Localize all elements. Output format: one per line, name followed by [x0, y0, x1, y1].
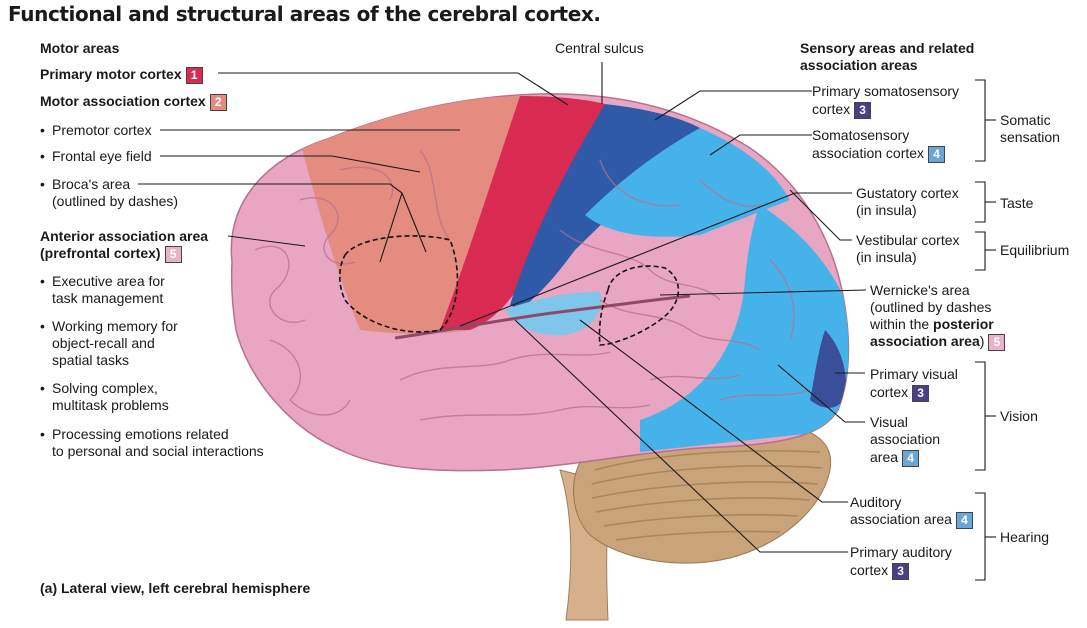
- badge-4-somato: 4: [928, 145, 946, 163]
- working-memory-label: Working memory for: [40, 318, 178, 335]
- wernicke-label-4: association area)5: [870, 333, 1006, 351]
- somatic-label: Somatic: [1000, 112, 1051, 128]
- badge-3-somato: 3: [854, 101, 872, 119]
- region-somatosensory-association: [585, 128, 790, 237]
- emotions-label-2: to personal and social interactions: [52, 443, 264, 459]
- frontal-eye-label: Frontal eye field: [40, 148, 152, 165]
- auditory-association-text: association area: [850, 511, 952, 527]
- badge-5-anterior: 5: [164, 245, 182, 263]
- wernicke-text-4: ): [979, 333, 985, 349]
- equilibrium-label: Equilibrium: [1000, 242, 1070, 258]
- visual-association-text: area: [870, 449, 899, 465]
- badge-3-auditory: 3: [892, 562, 910, 580]
- taste-label: Taste: [1000, 195, 1034, 211]
- wernicke-text-4-bold: association area: [870, 333, 980, 349]
- visual-association-label-2: association: [870, 431, 941, 447]
- vision-label: Vision: [1000, 408, 1038, 424]
- broca-label: Broca's area: [40, 176, 130, 193]
- prefrontal-text: (prefrontal cortex): [40, 245, 161, 261]
- central-sulcus-label: Central sulcus: [555, 40, 644, 56]
- primary-somatosensory-text: cortex: [812, 101, 851, 117]
- wernicke-label: Wernicke's area: [870, 282, 970, 298]
- working-memory-label-3: spatial tasks: [52, 352, 130, 368]
- broca-outline: [338, 235, 459, 333]
- sensory-heading: Sensory areas and related: [800, 40, 975, 56]
- vestibular-label-2: (in insula): [856, 249, 917, 265]
- anterior-association-label: Anterior association area: [40, 228, 209, 244]
- brackets: [975, 79, 996, 581]
- primary-somatosensory-label: Primary somatosensory: [812, 83, 960, 99]
- solving-label-2: multitask problems: [52, 397, 169, 413]
- figure-title: Functional and structural areas of the c…: [8, 2, 601, 26]
- badge-4-visual: 4: [902, 449, 920, 467]
- wernicke-label-2: (outlined by dashes: [870, 299, 992, 315]
- somatosensory-association-label: Somatosensory: [812, 127, 910, 143]
- gustatory-label-2: (in insula): [856, 202, 917, 218]
- primary-visual-text: cortex: [870, 384, 909, 400]
- wernicke-label-3: within the posterior: [870, 316, 994, 333]
- solving-label: Solving complex,: [40, 380, 158, 397]
- working-memory-label-2: object-recall and: [52, 335, 155, 351]
- primary-auditory-text: cortex: [850, 562, 889, 578]
- primary-motor-text: Primary motor cortex: [40, 66, 182, 82]
- vestibular-label: Vestibular cortex: [856, 232, 960, 248]
- figure-caption: (a) Lateral view, left cerebral hemisphe…: [40, 580, 311, 596]
- leader-lines-right: [459, 90, 867, 553]
- prefrontal-label: (prefrontal cortex)5: [40, 245, 182, 263]
- executive-label-2: task management: [52, 290, 164, 306]
- sensory-heading-2: association areas: [800, 57, 918, 73]
- badge-5-wernicke: 5: [988, 333, 1006, 351]
- badge-2: 2: [209, 93, 227, 111]
- somatic-label-2: sensation: [1000, 129, 1060, 145]
- visual-association-label: Visual: [870, 414, 908, 430]
- motor-association-text: Motor association cortex: [40, 93, 206, 109]
- emotions-label: Processing emotions related: [40, 426, 229, 443]
- badge-4-auditory: 4: [955, 511, 973, 529]
- somatosensory-association-text: association cortex: [812, 145, 925, 161]
- region-primary-motor: [440, 96, 605, 330]
- region-primary-visual: [810, 330, 847, 408]
- broca-sublabel: (outlined by dashes): [52, 193, 179, 209]
- gustatory-label: Gustatory cortex: [856, 185, 959, 201]
- badge-1: 1: [185, 66, 203, 84]
- wernicke-outline: [598, 265, 680, 346]
- cerebellum-folia: [591, 450, 823, 541]
- hearing-label: Hearing: [1000, 529, 1050, 545]
- primary-auditory-label: Primary auditory: [850, 544, 952, 560]
- premotor-label: Premotor cortex: [40, 122, 152, 139]
- executive-label: Executive area for: [40, 273, 165, 290]
- auditory-association-label: Auditory: [850, 494, 902, 510]
- motor-areas-heading: Motor areas: [40, 40, 120, 56]
- gyri-texture: [254, 149, 811, 421]
- leader-lines-left: [138, 72, 569, 263]
- primary-visual-label: Primary visual: [870, 366, 958, 382]
- wernicke-text-3: within the: [870, 316, 934, 332]
- lateral-sulcus: [394, 294, 691, 340]
- region-visual-association: [640, 205, 849, 452]
- badge-3-visual: 3: [912, 384, 930, 402]
- wernicke-text-3-bold: posterior: [933, 316, 994, 332]
